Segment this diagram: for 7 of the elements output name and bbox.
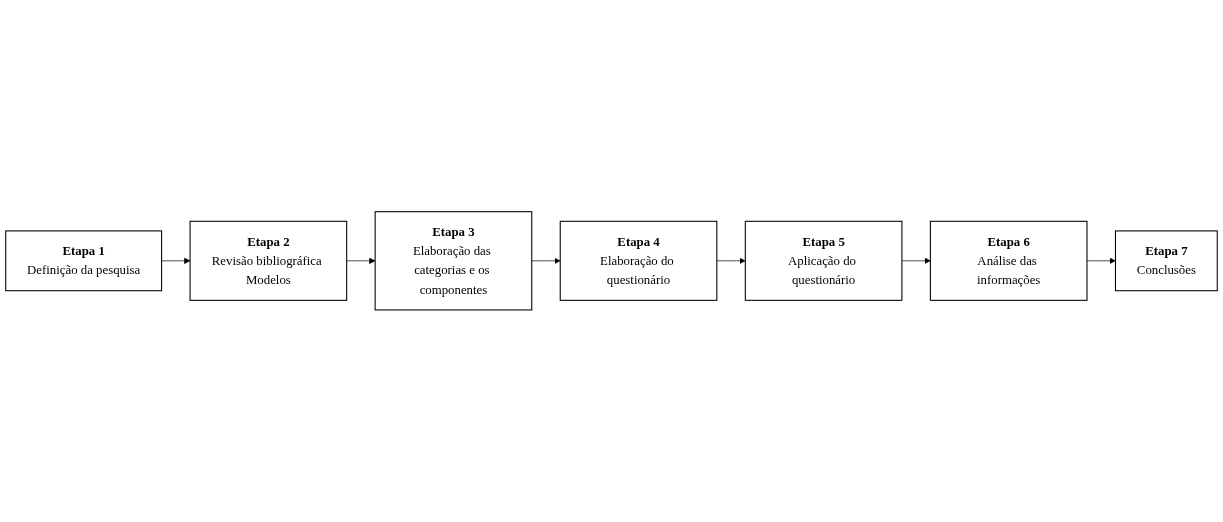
node-box: Etapa 1 Definição da pesquisa (5, 230, 163, 292)
node-box: Etapa 3 Elaboração das categorias e os componentes (374, 211, 533, 311)
node-box: Etapa 4 Elaboração do questionário (559, 220, 718, 302)
node-box: Etapa 2 Revisão bibliográfica Modelos (189, 220, 348, 302)
node-box: Etapa 5 Aplicação do questionário (744, 220, 903, 302)
node-box: Etapa 6 Análise das informações (929, 220, 1088, 302)
node-box: Etapa 7 Conclusões (1114, 230, 1218, 292)
